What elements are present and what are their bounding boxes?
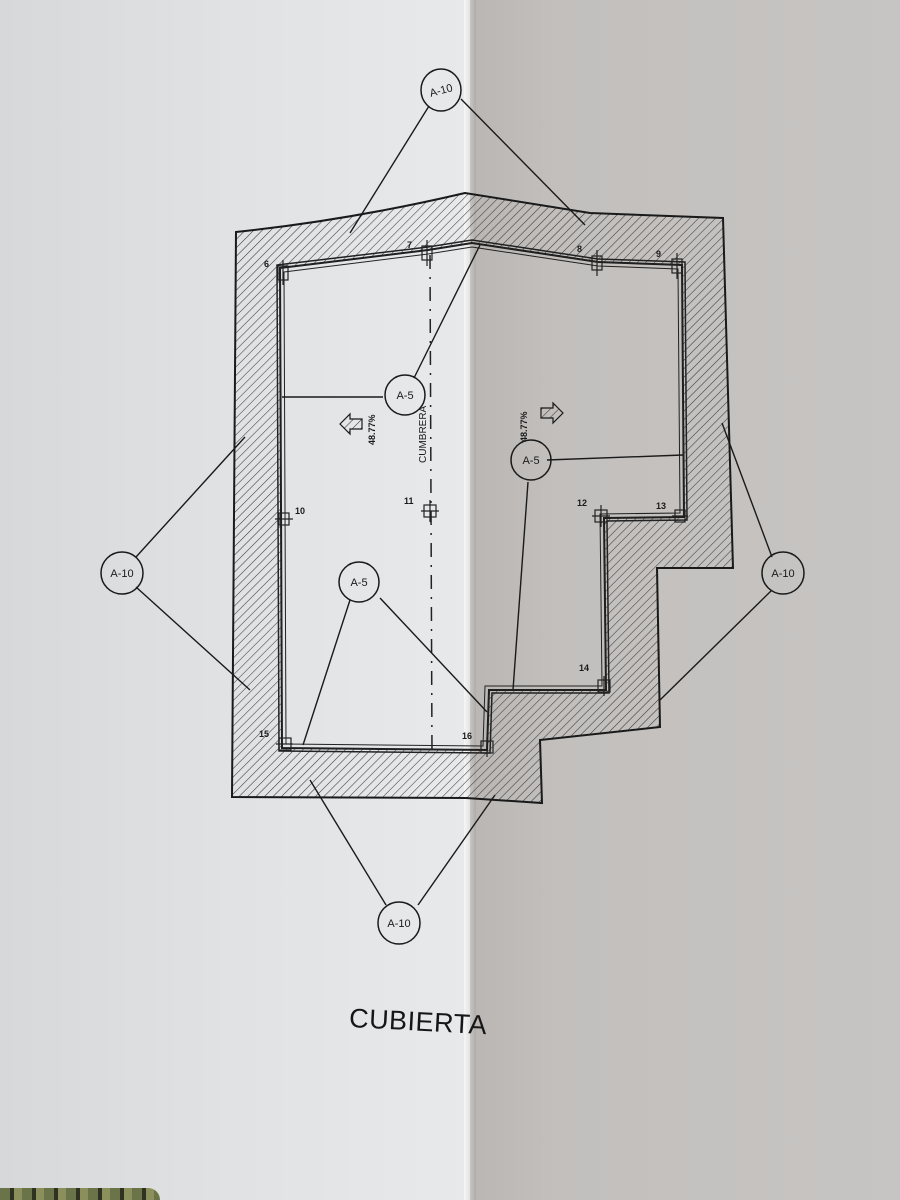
svg-text:A-10: A-10	[428, 82, 454, 100]
callout-a10-left: A-10	[100, 551, 144, 595]
slope-label-right: 48.77%	[519, 411, 529, 442]
svg-text:A-5: A-5	[350, 577, 367, 589]
column-label-13: 13	[656, 501, 666, 511]
svg-text:A-5: A-5	[396, 390, 413, 402]
column-label-9: 9	[656, 249, 661, 259]
slope-arrow-left-icon	[339, 412, 363, 436]
sheet-right-page	[470, 0, 900, 1200]
leader-lines	[135, 98, 773, 906]
callout-a5-lower: A-5	[338, 561, 380, 603]
callout-a10-bottom: A-10	[377, 901, 421, 945]
sheet-fold	[464, 0, 476, 1200]
slope-arrow-right-icon	[540, 401, 564, 425]
background-floor	[0, 1188, 160, 1200]
column-label-12: 12	[577, 498, 587, 508]
callout-a5-right: A-5	[510, 439, 552, 481]
svg-text:A-10: A-10	[110, 568, 133, 580]
inner-wall-outline	[276, 239, 688, 754]
column-labels: 6 7 8 9 10 11 12 13 14 15 16	[259, 240, 666, 741]
slope-label-left: 48.77%	[367, 414, 377, 445]
column-label-16: 16	[462, 731, 472, 741]
column-label-14: 14	[579, 663, 589, 673]
svg-text:A-10: A-10	[771, 568, 794, 580]
column-label-7: 7	[407, 240, 412, 250]
column-label-15: 15	[259, 729, 269, 739]
column-label-6: 6	[264, 259, 269, 269]
callout-a5-center: A-5	[384, 374, 426, 416]
ridge-line	[429, 254, 433, 756]
column-markers	[275, 240, 688, 757]
callout-a10-right: A-10	[761, 551, 805, 595]
column-label-10: 10	[295, 506, 305, 516]
svg-text:A-5: A-5	[522, 455, 539, 467]
ridge-label: CUMBRERA	[418, 405, 429, 463]
svg-text:A-10: A-10	[387, 918, 410, 930]
column-label-11: 11	[404, 496, 414, 506]
roof-eave-band	[230, 191, 735, 805]
callout-a10-top: A-10	[420, 68, 462, 112]
column-label-8: 8	[577, 244, 582, 254]
